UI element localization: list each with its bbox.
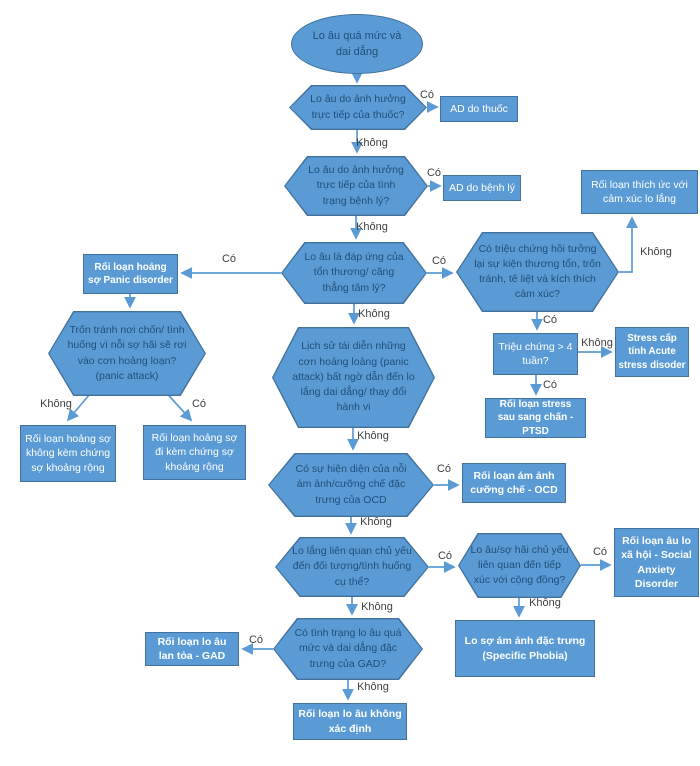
hexagon-fill (276, 538, 428, 596)
result-panic-with-agoraphobia: Rối loạn hoảng sợ đi kèm chứng sợ khoảng… (143, 425, 246, 480)
decision-drug-effect: Lo âu do ảnh hưởng trực tiếp của thuốc? (289, 85, 427, 130)
hexagon-fill (282, 243, 426, 303)
edge-label-specific-no: Không (361, 601, 393, 613)
result-ocd: Rối loạn ám ảnh cưỡng chế - OCD (462, 463, 566, 503)
decision-ptsd-symptoms: Có triệu chứng hồi tưởng lại sự kiện thư… (456, 232, 619, 312)
start-label: Lo âu quá mức và dai dẳng (312, 29, 402, 59)
result-ad-medical: AD do bệnh lý (443, 175, 521, 201)
edge-label-trauma-no: Không (358, 308, 390, 320)
hexagon-fill (459, 534, 580, 597)
decision-avoidance-agoraphobia: Trốn tránh nơi chốn/ tình huống vì nỗi s… (48, 311, 206, 396)
edge-label-medical-no: Không (356, 221, 388, 233)
result-panic-disorder: Rối loạn hoảng sợ Panic disorder (83, 254, 178, 294)
result-specific-phobia: Lo sợ ám ảnh đặc trưng (Specific Phobia) (455, 620, 595, 677)
result-ptsd: Rối loạn stress sau sang chấn - PTSD (485, 398, 586, 438)
hexagon-fill (49, 312, 205, 395)
hexagon-fill (285, 157, 427, 215)
edge-label-ocd-yes: Có (436, 463, 452, 475)
result-panic-without-agoraphobia: Rối loạn hoảng sợ không kèm chứng sợ kho… (20, 425, 116, 482)
decision-symptoms-4-weeks: Triệu chứng > 4 tuần? (493, 333, 578, 375)
edge-label-social-yes: Có (592, 546, 608, 558)
hexagon-fill (274, 619, 422, 679)
edge-label-ocd-no: Không (360, 516, 392, 528)
decision-trauma-response: Lo âu là đáp ứng của tổn thương/ căng th… (281, 242, 427, 304)
edge-label-weeks-no: Không (581, 337, 613, 349)
hexagon-fill (290, 86, 426, 129)
hexagon-fill (457, 233, 618, 311)
edge-label-gad-yes: Có (248, 634, 264, 646)
edge-label-drug-yes: Có (419, 89, 435, 101)
edge-label-drug-no: Không (356, 137, 388, 149)
result-gad: Rối loạn lo âu lan tỏa - GAD (145, 632, 239, 666)
edge-label-avoid-no: Không (40, 398, 72, 410)
edge-label-history-no: Không (357, 430, 389, 442)
decision-specific-object: Lo lắng liên quan chủ yếu đến đối tượng/… (275, 537, 429, 597)
result-social-anxiety: Rối loạn âu lo xã hội - Social Anxiety D… (614, 528, 699, 597)
edge-label-gad-no: Không (357, 681, 389, 693)
decision-social-exposure: Lo âu/sợ hãi chủ yếu liên quan đến tiếp … (458, 533, 581, 598)
decision-panic-history: Lịch sử tái diễn những cơn hoảng loảng (… (272, 327, 435, 428)
hexagon-fill (269, 454, 433, 516)
edge-label-ptsdsym-no: Không (640, 246, 672, 258)
edge-label-medical-yes: Có (426, 167, 442, 179)
edge-label-trauma-yes-left: Có (221, 253, 237, 265)
edge-label-trauma-yes-right: Có (431, 255, 447, 267)
result-ad-drug: AD do thuốc (440, 96, 518, 122)
edge-label-ptsdsym-yes: Có (542, 314, 558, 326)
start-node: Lo âu quá mức và dai dẳng (291, 14, 423, 74)
result-unspecified-anxiety: Rối loạn lo âu không xác định (293, 703, 407, 740)
hexagon-fill (273, 328, 434, 427)
edge-label-weeks-yes: Có (542, 379, 558, 391)
edge-label-avoid-yes: Có (191, 398, 207, 410)
result-adjustment-disorder: Rối loạn thích ức với cảm xúc lo lắng (581, 170, 698, 214)
edge-label-specific-yes: Có (437, 550, 453, 562)
edge-label-social-no: Không (529, 597, 561, 609)
decision-ocd-features: Có sự hiện diện của nỗi ám ảnh/cưỡng chế… (268, 453, 434, 517)
decision-medical-condition: Lo âu do ảnh hưởng trực tiếp của tình tr… (284, 156, 428, 216)
decision-gad-features: Có tình trạng lo âu quá mức và dai dẳng … (273, 618, 423, 680)
result-acute-stress: Stress cấp tính Acute stress disoder (615, 327, 689, 377)
